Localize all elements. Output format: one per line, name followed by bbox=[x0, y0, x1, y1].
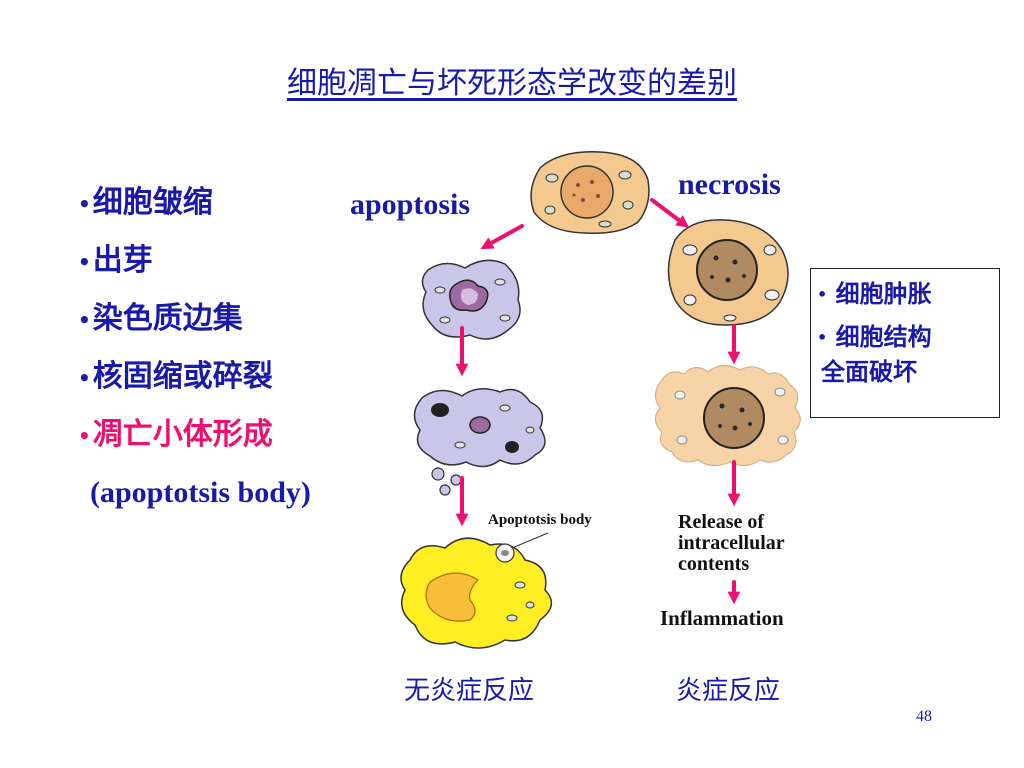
ruptured-necrotic-cell bbox=[654, 364, 801, 467]
swollen-necrotic-cell bbox=[667, 219, 789, 326]
label-apoptotic-body: Apoptotsis body bbox=[488, 512, 592, 528]
bullet-apoptotic-body-formation: •凋亡小体形成 bbox=[78, 417, 273, 452]
box-item-structure-destruction: • 细胞结构 全面破坏 bbox=[817, 323, 932, 386]
shrunken-apoptotic-cell bbox=[421, 259, 521, 340]
label-apoptosis: apoptosis bbox=[350, 188, 471, 221]
bullet-nuclear-condensation: •核固缩或碎裂 bbox=[78, 359, 273, 394]
slide-title: 细胞凋亡与坏死形态学改变的差别 bbox=[287, 66, 737, 101]
necrosis-features-box: • 细胞肿胀 • 细胞结构 全面破坏 bbox=[810, 268, 1000, 418]
bullet-cell-shrinkage: •细胞皱缩 bbox=[78, 185, 213, 220]
budding-apoptotic-cell bbox=[413, 388, 546, 496]
macrophage bbox=[400, 537, 553, 649]
label-inflammation: Inflammation bbox=[660, 606, 784, 630]
apoptotic-body-pointer bbox=[511, 532, 549, 549]
label-release-contents: Release of intracellular contents bbox=[678, 511, 785, 575]
box-item-cell-swelling: • 细胞肿胀 bbox=[817, 280, 932, 308]
apoptotic-body-english: (apoptotsis body) bbox=[90, 476, 311, 509]
bullet-chromatin-margination: •染色质边集 bbox=[78, 301, 243, 336]
caption-no-inflammation: 无炎症反应 bbox=[404, 676, 535, 706]
flow-arrows bbox=[455, 198, 741, 605]
normal-cell bbox=[530, 151, 650, 235]
bullet-budding: •出芽 bbox=[78, 243, 153, 278]
page-number: 48 bbox=[916, 708, 932, 725]
caption-inflammation: 炎症反应 bbox=[676, 676, 781, 706]
apoptosis-features-list: •细胞皱缩 •出芽 •染色质边集 •核固缩或碎裂 •凋亡小体形成 (apopto… bbox=[78, 174, 311, 522]
arrow-to-apoptosis bbox=[480, 224, 524, 250]
arrow-to-necrosis bbox=[650, 198, 690, 228]
label-necrosis: necrosis bbox=[678, 168, 781, 201]
